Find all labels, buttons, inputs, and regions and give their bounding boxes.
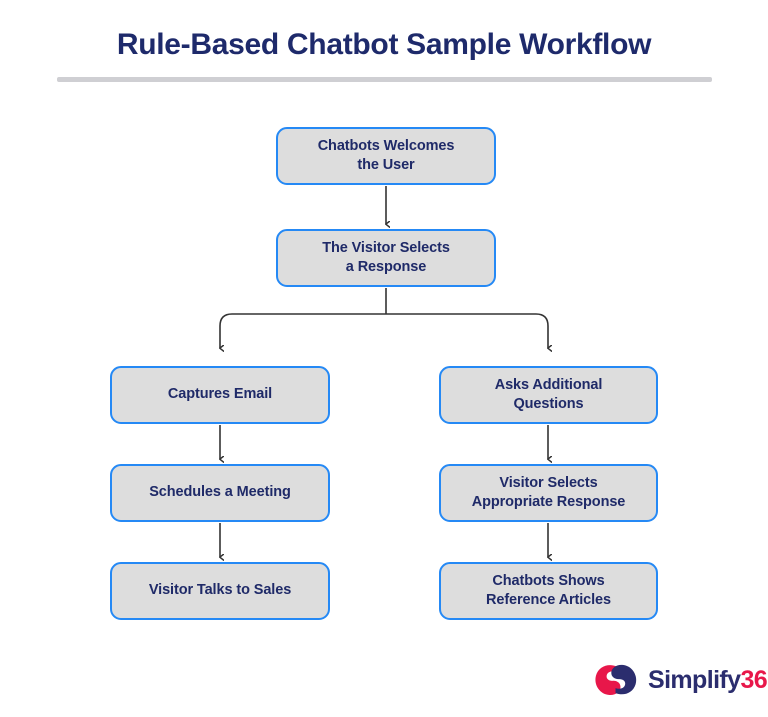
- node-label-line1: Visitor Talks to Sales: [148, 582, 292, 599]
- logo-wordmark: Simplify360: [648, 666, 768, 695]
- logo-word: Simplify: [648, 665, 741, 694]
- title-underline-rule: [57, 77, 712, 82]
- node-label-line2: the User: [357, 157, 415, 173]
- node-label-line1: Schedules a Meeting: [149, 484, 291, 501]
- node-label-line2: Appropriate Response: [471, 494, 626, 510]
- node-label-line2: Questions: [513, 396, 584, 412]
- node-label-line1: Captures Email: [167, 386, 273, 403]
- node-chatbots-welcomes-the-user[interactable]: Chatbots Welcomes the User: [276, 127, 496, 185]
- node-visitor-selects-appropriate-response[interactable]: Visitor Selects Appropriate Response: [439, 464, 658, 522]
- node-label-line1: The Visitor Selects: [322, 239, 450, 256]
- simplify360-logo-mark: [595, 664, 637, 696]
- node-the-visitor-selects-a-response[interactable]: The Visitor Selects a Response: [276, 229, 496, 287]
- node-label-line2: Reference Articles: [485, 592, 611, 608]
- node-asks-additional-questions[interactable]: Asks Additional Questions: [439, 366, 658, 424]
- edge-selects-to-questions: [386, 313, 548, 348]
- node-visitor-talks-to-sales[interactable]: Visitor Talks to Sales: [110, 562, 330, 620]
- node-chatbots-shows-reference-articles[interactable]: Chatbots Shows Reference Articles: [439, 562, 658, 620]
- node-label-line1: Asks Additional: [494, 376, 603, 393]
- node-label-line2: a Response: [345, 259, 427, 275]
- edge-selects-to-email: [220, 313, 386, 348]
- node-schedules-a-meeting[interactable]: Schedules a Meeting: [110, 464, 330, 522]
- logo-number: 360: [740, 665, 768, 694]
- node-label-line1: Visitor Selects: [499, 474, 598, 491]
- node-label-line1: Chatbots Shows: [492, 572, 605, 589]
- node-label-line1: Chatbots Welcomes: [317, 137, 455, 154]
- node-captures-email[interactable]: Captures Email: [110, 366, 330, 424]
- brand-logo: Simplify360: [592, 659, 768, 701]
- page-title: Rule-Based Chatbot Sample Workflow: [116, 28, 652, 61]
